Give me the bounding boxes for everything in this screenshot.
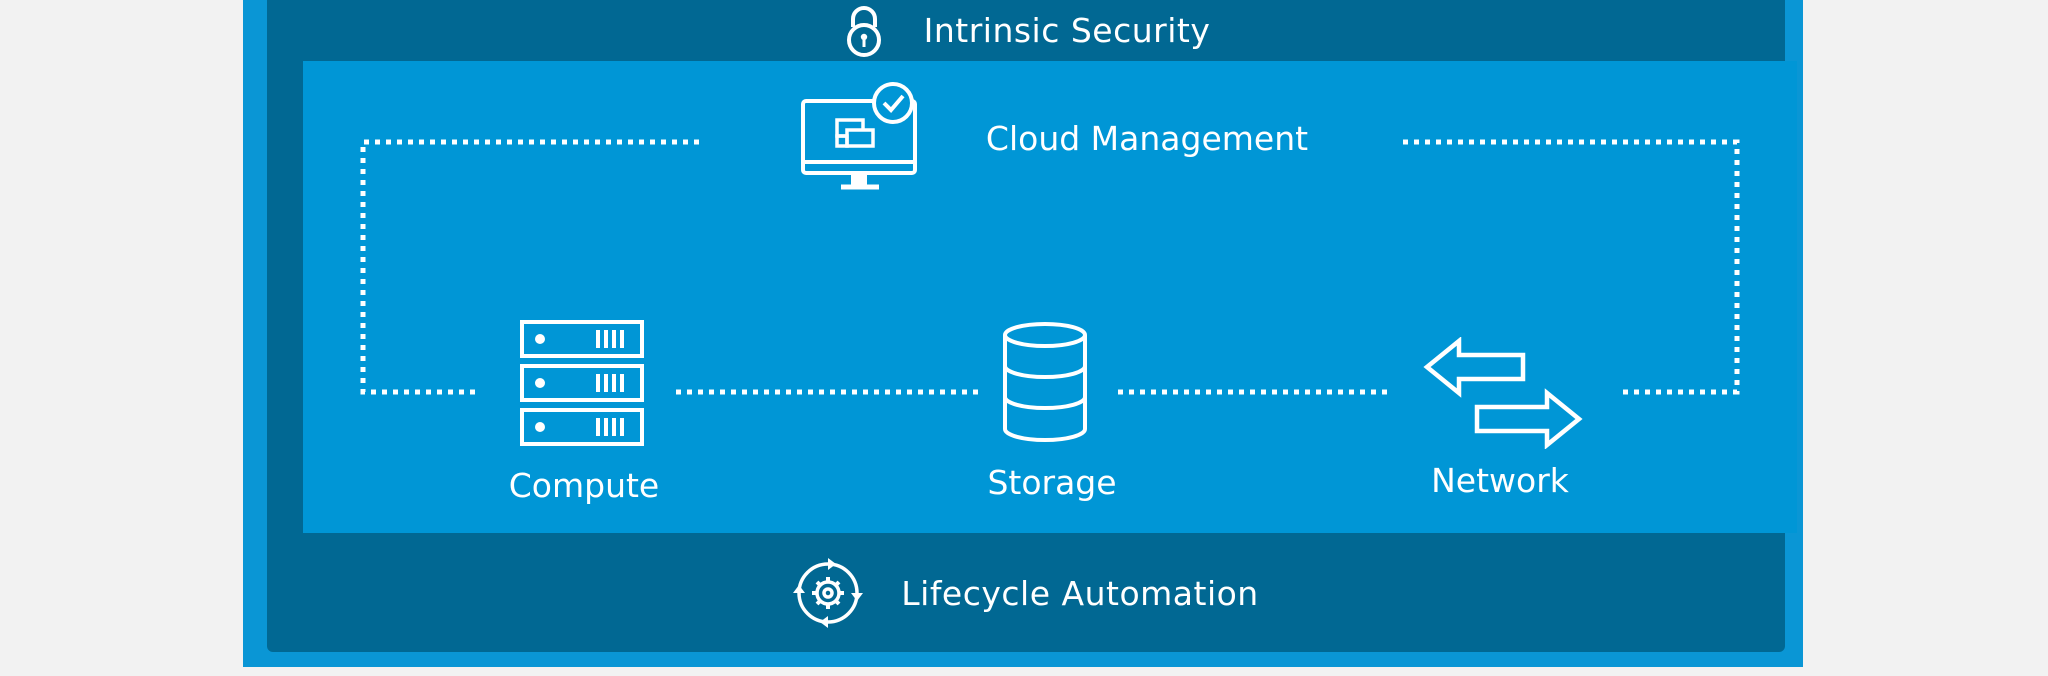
lifecycle-automation-label: Lifecycle Automation	[901, 573, 1259, 613]
connector-lines	[360, 139, 1740, 395]
database-icon	[999, 321, 1091, 443]
connector-cloud-compute	[360, 139, 699, 395]
intrinsic-security-label: Intrinsic Security	[923, 11, 1211, 50]
monitor-check-icon	[799, 82, 923, 202]
architecture-area: Cloud Management	[303, 61, 1797, 533]
exchange-arrows-icon	[1423, 337, 1583, 449]
storage-label: Storage	[987, 463, 1117, 502]
connector-network-cloud	[1403, 139, 1740, 395]
server-stack-icon	[520, 320, 646, 446]
network-label: Network	[1431, 461, 1569, 500]
lifecycle-automation-footer: Lifecycle Automation	[267, 534, 1785, 652]
diagram-panel: Intrinsic Security	[267, 0, 1797, 652]
cloud-management-label: Cloud Management	[985, 119, 1309, 158]
diagram-frame: Intrinsic Security	[243, 0, 1803, 667]
compute-label: Compute	[508, 466, 660, 505]
padlock-icon	[842, 3, 886, 59]
gear-cycle-icon	[793, 558, 864, 628]
intrinsic-security-header: Intrinsic Security	[267, 0, 1785, 61]
